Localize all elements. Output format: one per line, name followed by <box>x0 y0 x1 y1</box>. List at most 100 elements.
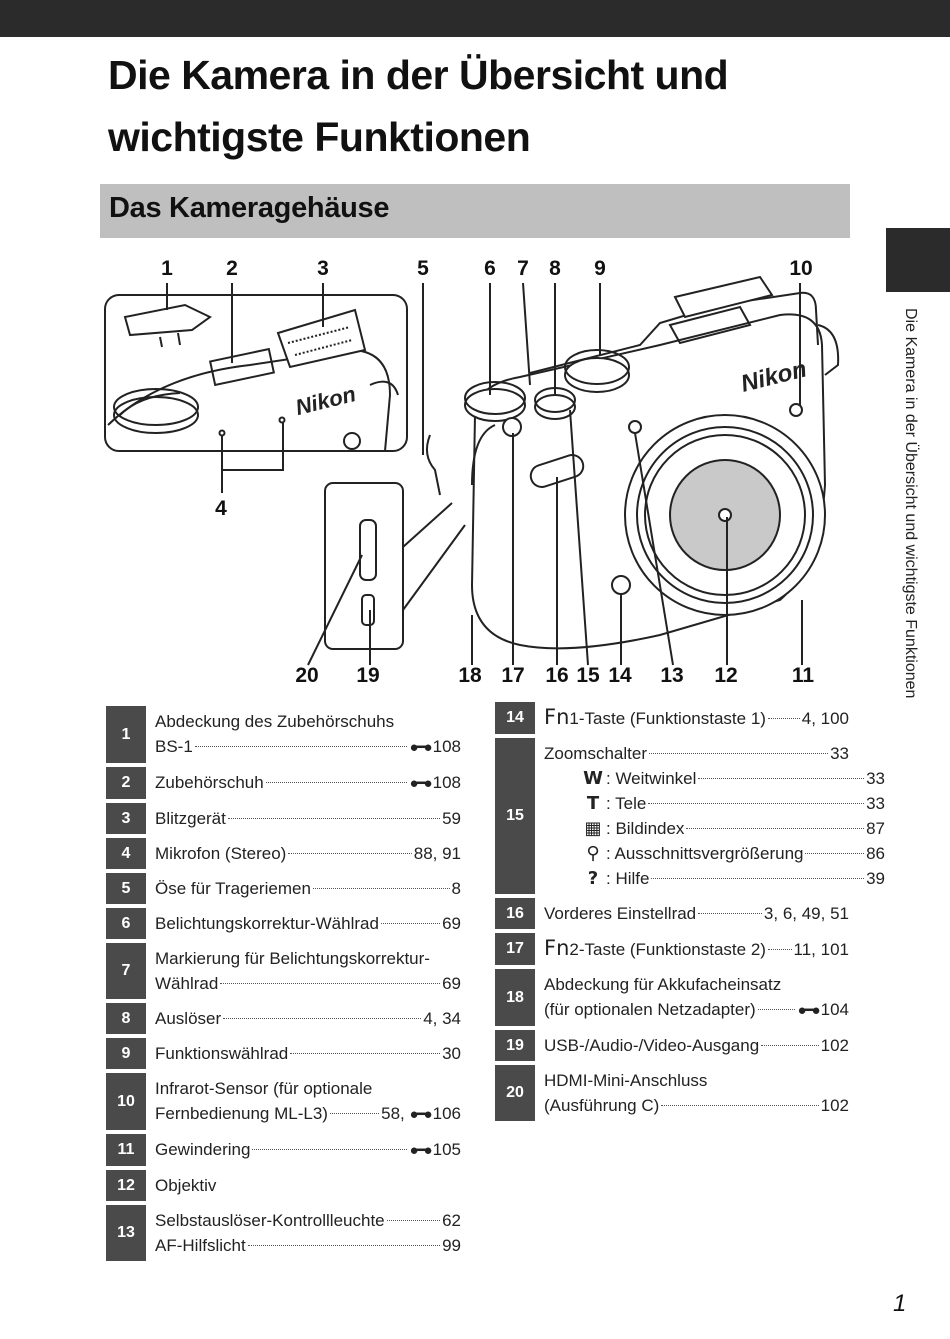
item-number: 7 <box>106 943 146 999</box>
page-value: 59 <box>442 809 461 828</box>
page-value: 99 <box>442 1236 461 1255</box>
page-value: 3, 6, 49, 51 <box>763 904 849 923</box>
item-number: 19 <box>495 1030 535 1061</box>
page-number: 1 <box>893 1290 907 1317</box>
entry-label: Zubehörschuh <box>155 773 264 792</box>
leader-dots <box>252 1149 408 1150</box>
page-prefix: 58, <box>381 1104 410 1123</box>
item-description: Markierung für Belichtungskorrektur-Wähl… <box>146 943 461 999</box>
page-value: 33 <box>866 794 885 813</box>
entry-line: AF-Hilfslicht 99 <box>155 1233 461 1258</box>
item-description: Fn2-Taste (Funktionstaste 2) 11, 101 <box>535 933 849 965</box>
page-reference: ●━●108 <box>409 734 461 760</box>
entry-label: Belichtungskorrektur-Wählrad <box>155 914 379 933</box>
thumbnail-icon: ▦ <box>584 818 602 839</box>
page-reference: 11, 101 <box>794 937 849 962</box>
page-reference: 62 <box>442 1208 461 1233</box>
inset-shoe-cover <box>123 303 212 337</box>
callout-3: 3 <box>317 257 329 280</box>
entry-line: Fernbedienung ML-L3)58, ●━●106 <box>155 1101 461 1127</box>
item-number: 10 <box>106 1073 146 1130</box>
entry-line: (Ausführung C)102 <box>544 1093 849 1118</box>
page-reference: 33 <box>866 791 885 816</box>
inset-hotshoe <box>208 347 276 387</box>
strap-eyelet <box>425 434 441 496</box>
callout-10: 10 <box>789 257 813 280</box>
item-number: 12 <box>106 1170 146 1201</box>
item-number: 16 <box>495 898 535 929</box>
page-reference: 87 <box>866 816 885 841</box>
front-dial <box>529 454 585 488</box>
page-value: 33 <box>830 744 849 763</box>
fn-number: 2 <box>569 940 579 959</box>
page-value: 105 <box>432 1140 461 1159</box>
binocular-icon: ●━● <box>409 775 432 792</box>
mode-dial <box>564 357 630 393</box>
page-reference: 39 <box>866 866 885 891</box>
entry-line: (für optionalen Netzadapter)●━●104 <box>544 997 849 1023</box>
page-title: Die Kamera in der Übersicht und wichtigs… <box>108 44 868 168</box>
entry-line: Gewindering●━●105 <box>155 1137 461 1163</box>
leader-dots <box>194 746 408 747</box>
wide-icon: W <box>583 768 603 789</box>
tele-icon: T <box>586 793 600 814</box>
callout-13: 13 <box>660 664 684 687</box>
entry-label: HDMI-Mini-Anschluss <box>544 1071 708 1090</box>
page-value: 87 <box>866 819 885 838</box>
entry-label: Fernbedienung ML-L3) <box>155 1104 328 1123</box>
page-reference: 4, 100 <box>802 706 849 731</box>
item-description: Gewindering●━●105 <box>146 1134 461 1166</box>
leader-dots <box>288 853 412 854</box>
entry-line: Abdeckung für Akkufacheinsatz <box>544 972 849 997</box>
page-value: 104 <box>820 1000 849 1019</box>
binocular-icon: ●━● <box>409 1142 432 1159</box>
entry-line: BS-1●━●108 <box>155 734 461 760</box>
entry-label: Abdeckung des Zubehörschuhs <box>155 712 395 731</box>
leader-dots <box>265 782 408 783</box>
hdmi-port <box>359 519 377 581</box>
entry-label: Wählrad <box>155 974 219 993</box>
page-reference: ●━●105 <box>409 1137 461 1163</box>
item-number: 13 <box>106 1205 146 1261</box>
item-description: Zubehörschuh●━●108 <box>146 767 461 799</box>
page-reference: 33 <box>866 766 885 791</box>
page-reference: 102 <box>821 1033 849 1058</box>
callout-9: 9 <box>594 257 606 280</box>
leader-dots <box>767 718 800 719</box>
item-number: 20 <box>495 1065 535 1121</box>
item-number: 9 <box>106 1038 146 1069</box>
entry-line: HDMI-Mini-Anschluss <box>544 1068 849 1093</box>
entry-label: AF-Hilfslicht <box>155 1236 246 1255</box>
page-value: 8 <box>451 879 461 898</box>
page-value: 4, 34 <box>423 1009 461 1028</box>
entry-label: Fn2-Taste (Funktionstaste 2) <box>544 936 766 962</box>
leader-dots <box>805 853 865 854</box>
fn-button-glyph: Fn <box>544 705 570 729</box>
entry-label: : Bildindex <box>606 819 685 838</box>
page-reference: 4, 34 <box>423 1006 461 1031</box>
page-value: 88, 91 <box>413 844 461 863</box>
